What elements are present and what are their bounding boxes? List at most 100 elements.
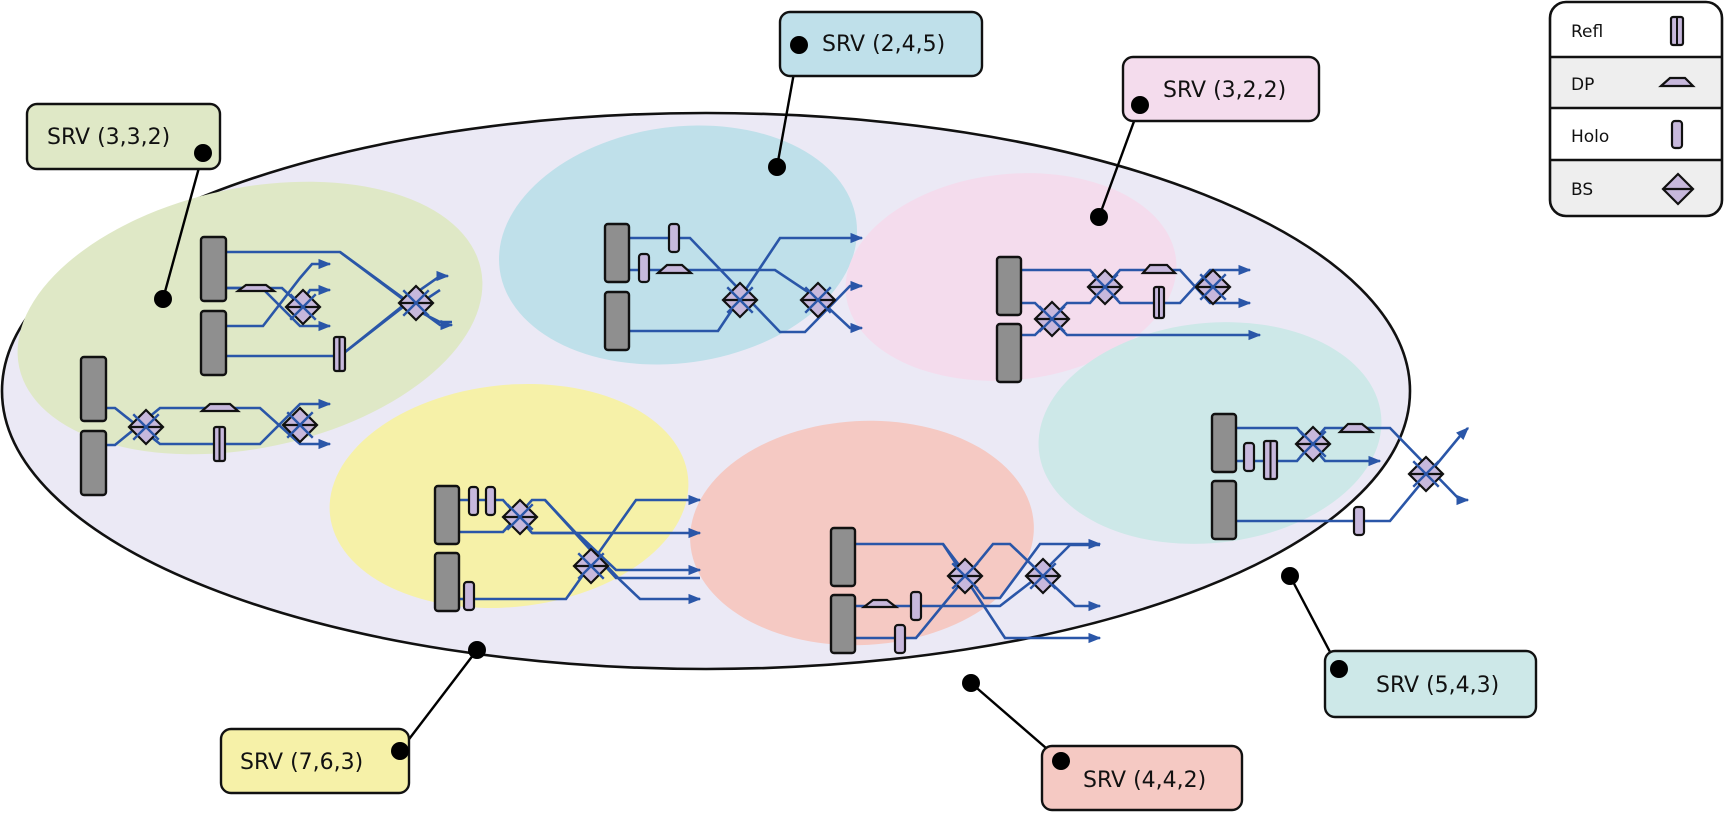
circuit-srv-322 [995, 255, 1262, 384]
anchor-dot [962, 674, 980, 692]
beam-splitter [721, 281, 759, 319]
beam-splitter [1086, 268, 1124, 306]
legend: Refl DP Holo BS [1548, 0, 1724, 218]
tag-label: SRV (7,6,3) [240, 750, 363, 775]
anchor-dot [194, 144, 212, 162]
reflector [995, 255, 1023, 317]
cluster-blob-srv-332 [17, 181, 483, 455]
tag-srv-543[interactable]: SRV (5,4,3) [1281, 567, 1538, 719]
refl-element [1262, 439, 1279, 481]
circuit-srv-332 [79, 235, 454, 497]
anchor-dot [1281, 567, 1299, 585]
tag-box [1323, 649, 1538, 719]
anchor-dot [1330, 660, 1348, 678]
beam-splitter [281, 406, 319, 444]
beam-splitter [1407, 455, 1445, 493]
legend-label: Holo [1571, 127, 1609, 147]
anchor-dot [154, 290, 172, 308]
tag-box [219, 727, 411, 795]
dove-prism [1140, 263, 1178, 275]
holo-element [462, 580, 476, 612]
beam-splitter [1294, 425, 1332, 463]
refl-element [332, 335, 347, 373]
circuit-srv-245 [603, 222, 864, 352]
tag-label: SRV (3,3,2) [47, 125, 170, 150]
beam-splitter [1024, 557, 1062, 595]
tag-box [778, 10, 984, 78]
anchor-dot [1090, 208, 1108, 226]
holo-element [1242, 441, 1256, 473]
tag-label: SRV (2,4,5) [822, 32, 945, 57]
tag-srv-332[interactable]: SRV (3,3,2) [25, 102, 222, 308]
beam-crossing [1029, 562, 1057, 590]
beam-crossing [1412, 460, 1440, 488]
legend-label: BS [1571, 180, 1593, 200]
dove-prism [199, 402, 241, 413]
tag-srv-322[interactable]: SRV (3,2,2) [1090, 55, 1321, 226]
reflector [829, 593, 857, 655]
refl-element [1152, 285, 1166, 320]
beam-splitter [284, 288, 322, 326]
beam-crossing [951, 562, 979, 590]
beam-crossing [286, 411, 314, 439]
dove-prism [234, 283, 278, 293]
beam-crossing [132, 413, 160, 441]
beam-crossing [402, 289, 430, 317]
legend-row-refl [1550, 2, 1722, 56]
beam-crossing [506, 503, 534, 531]
holo-element [467, 485, 480, 517]
legend-row-dp [1550, 56, 1722, 108]
beam-splitter [946, 557, 984, 595]
circuit-srv-442 [829, 526, 1102, 655]
cluster-blob-srv-442 [690, 420, 1034, 646]
cluster-blob-srv-543 [1038, 322, 1382, 544]
beam-splitter [1194, 268, 1232, 306]
holo-element [667, 222, 681, 254]
reflector [829, 526, 857, 588]
beam-splitter [397, 284, 435, 322]
beam-crossing [726, 286, 754, 314]
reflector [79, 429, 108, 497]
holo-element [637, 252, 651, 284]
tag-box [1040, 744, 1244, 812]
single-bar-icon [1670, 119, 1684, 150]
tag-box [1121, 55, 1321, 123]
legend-label: Refl [1571, 22, 1603, 42]
reflector [433, 551, 461, 613]
beam-crossing [1091, 273, 1119, 301]
beam-crossing [1199, 273, 1227, 301]
tag-srv-763[interactable]: SRV (7,6,3) [219, 641, 486, 795]
tag-srv-245[interactable]: SRV (2,4,5) [768, 10, 984, 176]
tag-box [25, 102, 222, 171]
holo-element [484, 485, 497, 517]
circuit-srv-543 [1210, 412, 1470, 541]
anchor-dot [1131, 96, 1149, 114]
dove-prism [655, 263, 694, 275]
beam-crossing [804, 286, 832, 314]
refl-element [212, 425, 227, 463]
reflector [995, 322, 1023, 384]
legend-label: DP [1571, 75, 1594, 95]
reflector [199, 309, 228, 377]
double-bar-icon [1669, 15, 1685, 47]
beam-crossing [1299, 430, 1327, 458]
holo-element [1352, 505, 1366, 537]
diamond-icon [1661, 172, 1695, 206]
circuit-srv-763 [433, 484, 702, 613]
reflector [603, 290, 631, 352]
reflector [603, 222, 631, 284]
legend-frame [1548, 0, 1724, 218]
reflector [1210, 479, 1238, 541]
tag-srv-442[interactable]: SRV (4,4,2) [962, 674, 1244, 812]
beam-crossing [289, 293, 317, 321]
beam-crossing [1038, 305, 1066, 333]
anchor-dot [1052, 752, 1070, 770]
holo-element [893, 623, 907, 655]
anchor-dot [391, 742, 409, 760]
tag-label: SRV (4,4,2) [1083, 768, 1206, 793]
reflector [79, 355, 108, 423]
reflector [1210, 412, 1238, 474]
reflector [199, 235, 228, 303]
